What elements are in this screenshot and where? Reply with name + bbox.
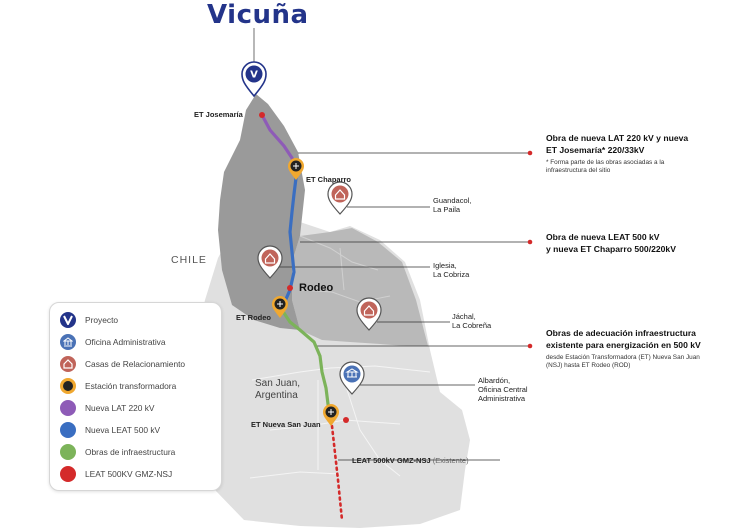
region-label: San Juan, Argentina <box>255 378 300 402</box>
callout-note: * Forma parte de las obras asociadas a l… <box>546 159 730 175</box>
location-dot <box>259 112 265 118</box>
jachal-region <box>292 228 428 346</box>
leader-lines <box>253 28 530 461</box>
legend-item-existing: LEAT 500KV GMZ-NSJ <box>60 466 172 482</box>
legend-item-leat500: Nueva LEAT 500 kV <box>60 422 160 438</box>
place-label-jachal: Jáchal, La Cobreña <box>452 312 491 330</box>
red-line-icon <box>60 466 76 482</box>
place-line: Jáchal, <box>452 312 476 321</box>
place-line: La Paila <box>433 205 461 214</box>
place-label-albardon: Albardón, Oficina Central Administrativa <box>478 376 528 403</box>
callout-title-line: Obra de nueva LEAT 500 kV <box>546 232 660 242</box>
station-label-rodeo: ET Rodeo <box>236 313 271 322</box>
callout-title-line: Obra de nueva LAT 220 kV y nueva <box>546 133 689 143</box>
region-label-line: San Juan, <box>255 378 301 389</box>
callout-dot <box>527 239 533 245</box>
legend-item-project: Proyecto <box>60 312 118 328</box>
legend-label: Nueva LEAT 500 kV <box>85 425 161 435</box>
legend-label: LEAT 500KV GMZ-NSJ <box>85 469 173 479</box>
callout-note-line: desde Estación Transformadora (ET) Nueva… <box>546 354 700 361</box>
callout-infra: Obras de adecuación infraestructura exis… <box>546 327 730 370</box>
leat-gmz-nsj-line <box>330 424 344 522</box>
legend-item-infra: Obras de infraestructura <box>60 444 175 460</box>
office-marker-albardon[interactable] <box>339 361 365 395</box>
callout-title-line: y nueva ET Chaparro 500/220kV <box>546 244 676 254</box>
place-label-guandacol: Guandacol, La Paila <box>433 196 471 214</box>
place-line: Iglesia, <box>433 261 457 270</box>
station-rodeo-marker[interactable] <box>272 296 288 318</box>
station-label-nueva-san-juan: ET Nueva San Juan <box>251 420 321 429</box>
callout-title-line: Obras de adecuación infraestructura <box>546 328 696 338</box>
country-label: CHILE <box>171 254 207 266</box>
station-chaparro-marker[interactable] <box>288 158 304 180</box>
svg-text:V: V <box>250 70 258 81</box>
place-line: Administrativa <box>478 394 526 403</box>
leat-label-suffix: (Existente) <box>430 456 469 465</box>
brand-title: Vicuña <box>207 0 309 30</box>
legend-label: Estación transformadora <box>85 381 177 391</box>
v-logo-icon <box>60 312 76 328</box>
office-building-icon <box>60 334 76 350</box>
blue-line-icon <box>60 422 76 438</box>
location-dot <box>287 285 293 291</box>
callout-note-line: * Forma parte de las obras asociadas a l… <box>546 159 665 166</box>
callout-note-line: (NSJ) hasta ET Rodeo (ROD) <box>546 362 631 369</box>
green-line-icon <box>60 444 76 460</box>
house-icon <box>60 356 76 372</box>
legend-label: Oficina Administrativa <box>85 337 166 347</box>
place-line: Guandacol, <box>433 196 472 205</box>
region-label-line: Argentina <box>255 390 298 401</box>
callout-dot <box>527 343 533 349</box>
transformer-station-icon <box>60 378 76 394</box>
callout-note: desde Estación Transformadora (ET) Nueva… <box>546 354 730 370</box>
legend-item-lat220: Nueva LAT 220 kV <box>60 400 155 416</box>
house-marker-iglesia[interactable] <box>257 245 283 279</box>
station-nueva-san-juan-marker[interactable] <box>323 404 339 426</box>
place-line: La Cobriza <box>433 270 470 279</box>
location-dot <box>343 417 349 423</box>
callout-dot <box>527 150 533 156</box>
legend-item-station: Estación transformadora <box>60 378 176 394</box>
station-label-chaparro: ET Chaparro <box>306 175 352 184</box>
infrastructure-works-line <box>280 308 332 420</box>
legend-label: Nueva LAT 220 kV <box>85 403 155 413</box>
project-marker[interactable]: V <box>241 61 267 98</box>
place-line: Oficina Central <box>478 385 528 394</box>
place-label-iglesia: Iglesia, La Cobriza <box>433 261 469 279</box>
callout-title-line: ET Josemaría* 220/33kV <box>546 145 645 155</box>
callout-lat220: Obra de nueva LAT 220 kV y nueva ET Jose… <box>546 132 730 175</box>
iglesia-region <box>218 94 305 330</box>
legend-item-house: Casas de Relacionamiento <box>60 356 185 372</box>
legend-label: Proyecto <box>85 315 119 325</box>
place-line: La Cobreña <box>452 321 492 330</box>
house-marker-jachal[interactable] <box>356 297 382 331</box>
leat-label-main: LEAT 500kV GMZ-NSJ <box>352 456 431 465</box>
legend-item-office: Oficina Administrativa <box>60 334 166 350</box>
place-line: Albardón, <box>478 376 511 385</box>
leat-gmz-nsj-label: LEAT 500kV GMZ-NSJ (Existente) <box>352 456 469 465</box>
legend-label: Obras de infraestructura <box>85 447 176 457</box>
legend-label: Casas de Relacionamiento <box>85 359 186 369</box>
station-label-josemaria: ET Josemaría <box>194 110 243 119</box>
map-legend: Proyecto Oficina Administrativa Casas de… <box>49 302 222 491</box>
house-marker-guandacol[interactable] <box>327 181 353 215</box>
city-label-rodeo: Rodeo <box>299 282 334 294</box>
callout-leat500: Obra de nueva LEAT 500 kV y nueva ET Cha… <box>546 231 730 255</box>
purple-line-icon <box>60 400 76 416</box>
callout-note-line: infraestructura del sitio <box>546 167 611 174</box>
callout-title-line: existente para energización en 500 kV <box>546 340 701 350</box>
